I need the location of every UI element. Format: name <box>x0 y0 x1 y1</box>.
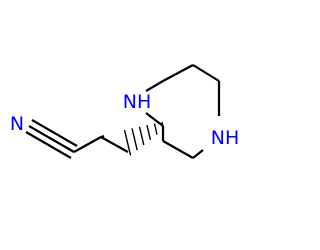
bond-c5-to-c4 <box>192 64 220 82</box>
bond-c3-to-c2 <box>162 140 194 159</box>
bond-nitrile-c-to-methylene <box>73 136 102 153</box>
bond-c6-to-c5 <box>162 64 194 82</box>
bond-c2-to-n1 <box>145 112 164 127</box>
bond-n1-to-c6 <box>145 80 164 92</box>
nitrile-nitrogen-label: N <box>10 113 24 135</box>
molecule-structure: N NH NH <box>10 64 240 159</box>
nitrile-triple-bond <box>25 119 78 159</box>
bond-n4-to-c3 <box>192 149 204 159</box>
hashed-wedge-bond <box>123 121 165 156</box>
bond-wedge-to-methylene <box>100 136 129 153</box>
ring-nitrogen-upper-label: NH <box>123 91 152 113</box>
ring-nitrogen-lower-label: NH <box>211 127 240 149</box>
